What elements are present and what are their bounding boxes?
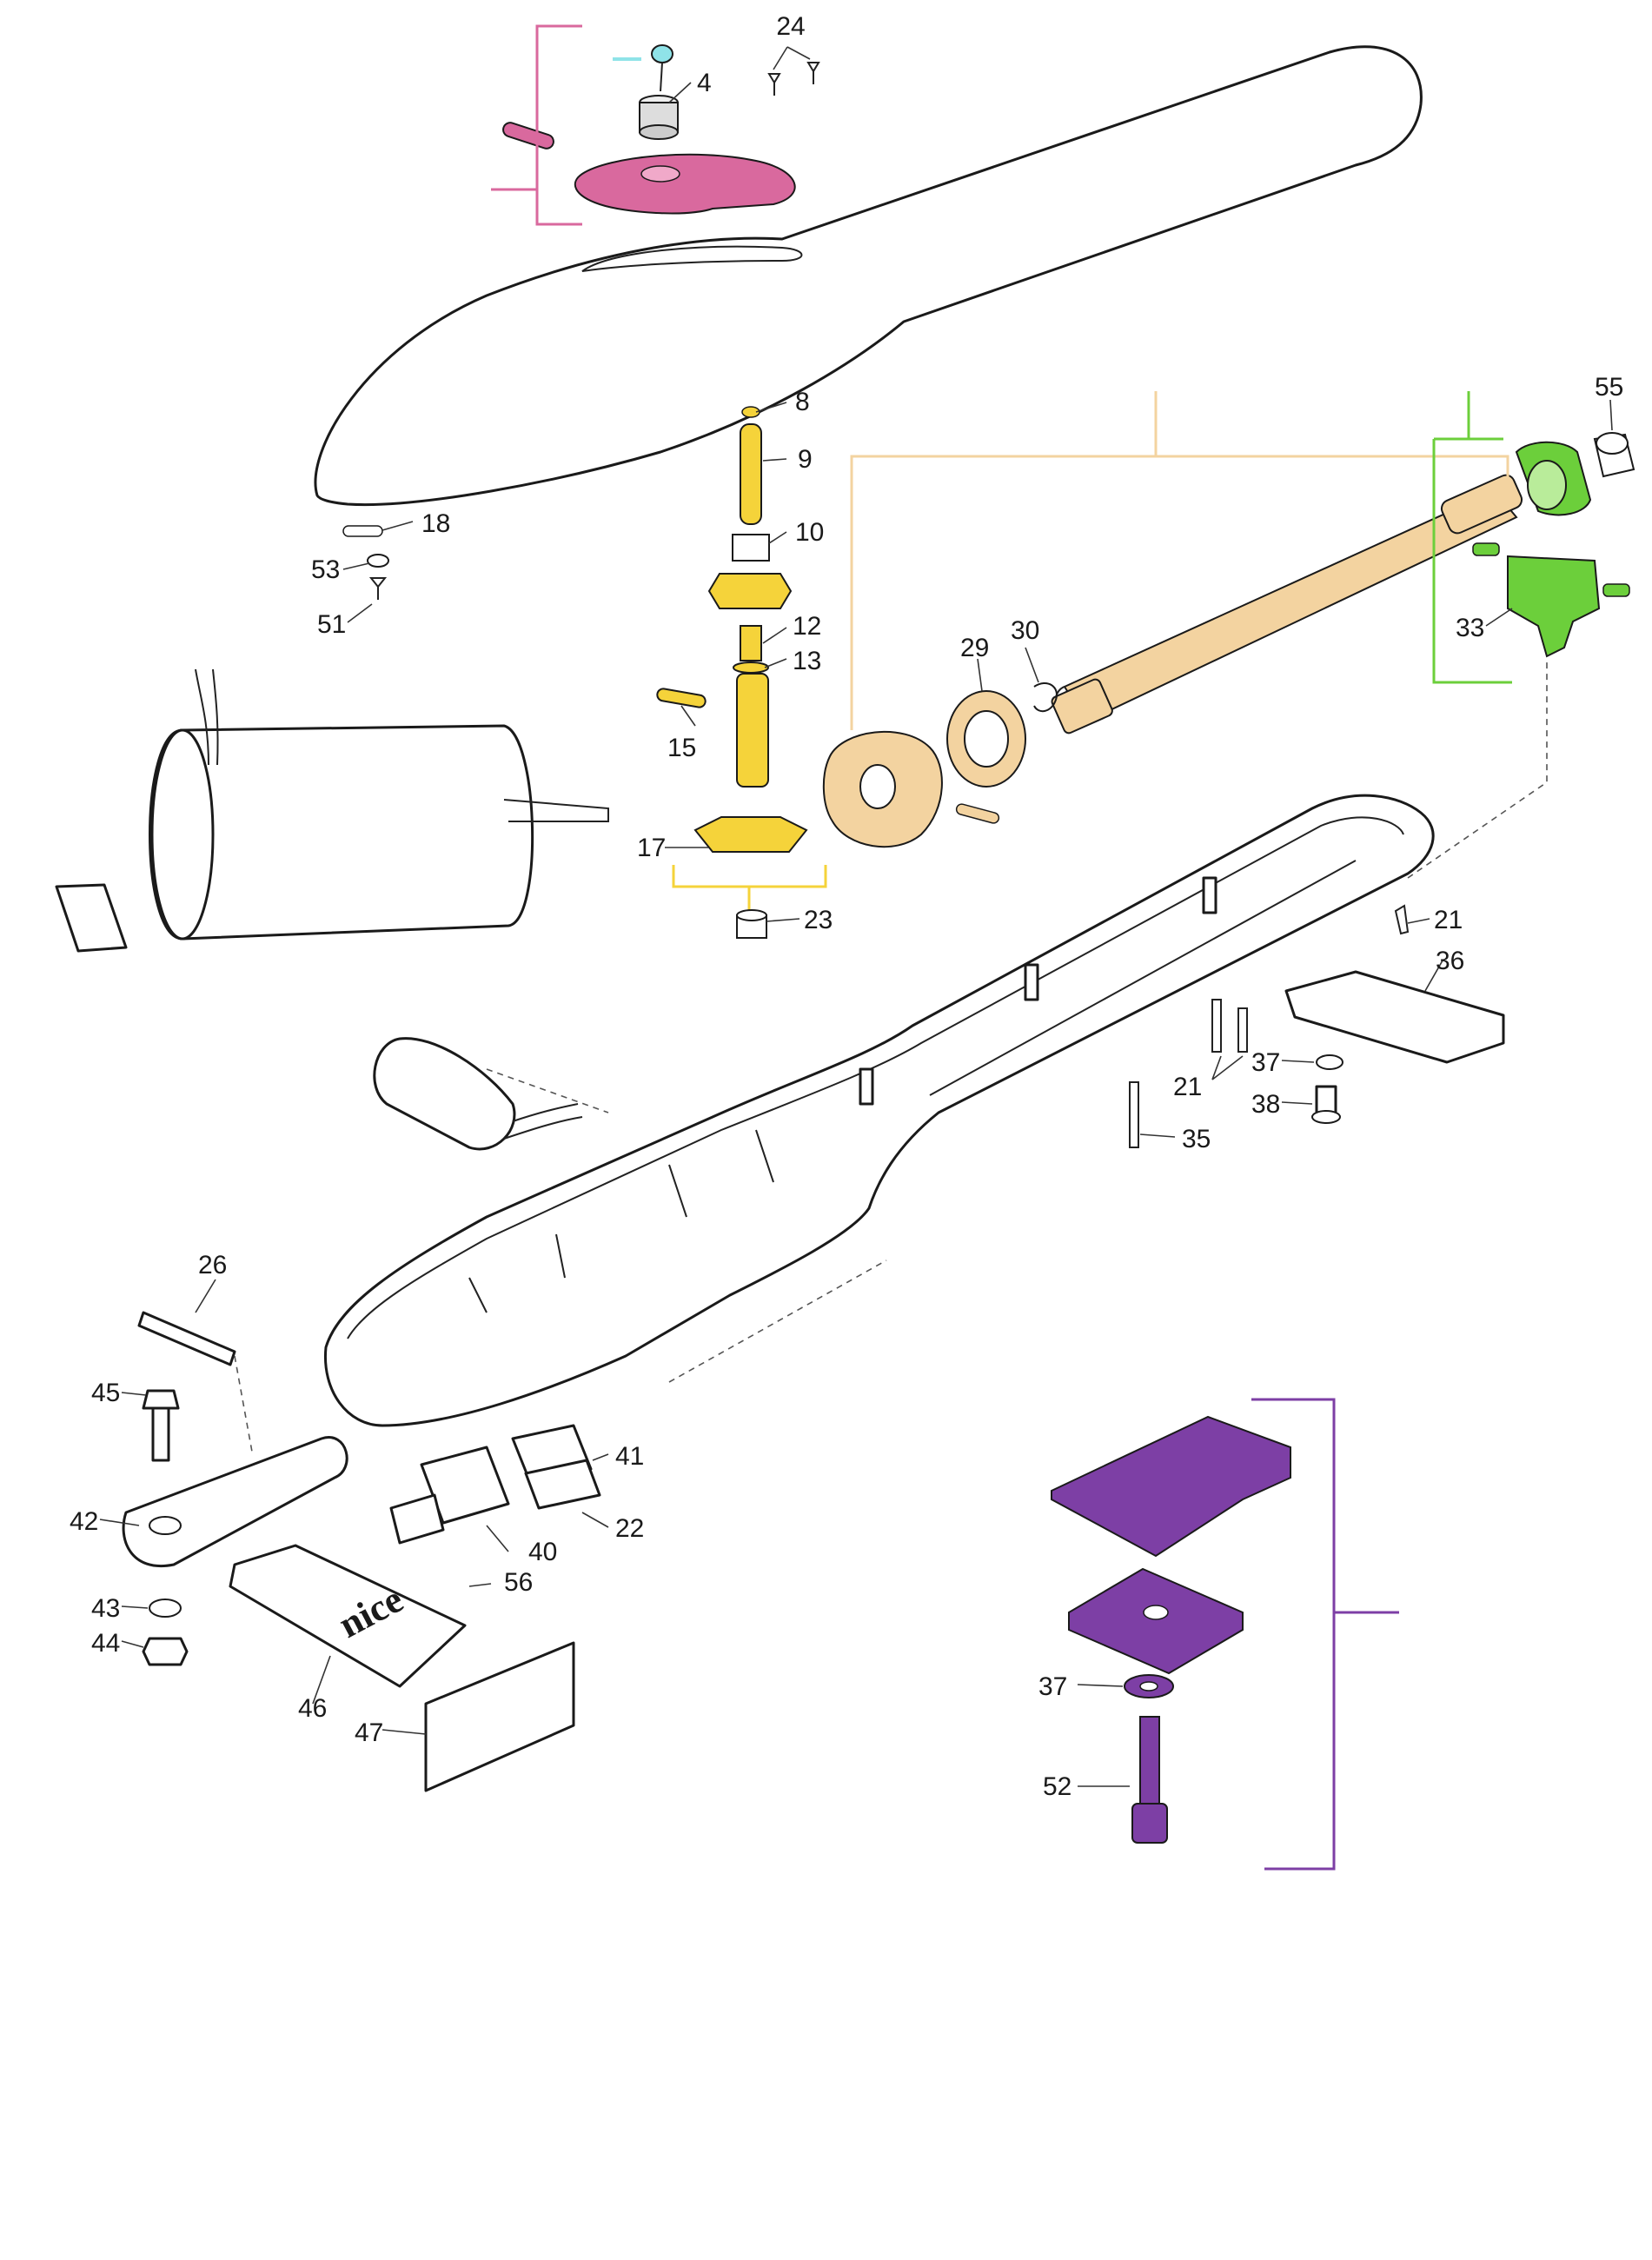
washer-icon (1124, 1674, 1174, 1698)
pin-18 (342, 525, 383, 537)
label-9: 9 (798, 445, 813, 474)
capacitor (373, 1037, 583, 1151)
label-21a: 21 (1434, 906, 1463, 934)
pin-26 (137, 1311, 236, 1366)
release-lever (574, 153, 796, 215)
screw-icon (1129, 904, 1410, 1148)
label-38: 38 (1251, 1090, 1280, 1119)
motor (149, 668, 609, 941)
purple-spacer (1068, 1567, 1244, 1675)
label-26: 26 (198, 1251, 227, 1280)
label-29: 29 (960, 634, 989, 662)
label-51: 51 (317, 610, 346, 639)
label-44: 44 (91, 1629, 120, 1658)
label-37a: 37 (1251, 1048, 1280, 1077)
washer-icon (1316, 1054, 1343, 1070)
label-45: 45 (91, 1379, 120, 1407)
label-40: 40 (528, 1538, 557, 1566)
purple-mount-plate (1051, 1415, 1291, 1558)
nut-icon (142, 1637, 189, 1666)
label-42: 42 (70, 1507, 98, 1536)
label-35: 35 (1182, 1125, 1211, 1153)
label-47: 47 (355, 1718, 383, 1747)
label-52: 52 (1043, 1772, 1071, 1801)
pin (502, 122, 554, 150)
label-21b: 21 (1173, 1073, 1202, 1101)
label-24: 24 (776, 12, 805, 41)
label-10: 10 (795, 518, 824, 547)
label-53: 53 (311, 555, 340, 584)
label-17: 17 (637, 834, 666, 862)
label-37b: 37 (1038, 1672, 1067, 1701)
connector-40 (389, 1446, 510, 1545)
leader-lines (99, 82, 1613, 1787)
label-8: 8 (795, 388, 810, 416)
key-icon (613, 44, 673, 92)
label-30: 30 (1011, 616, 1039, 645)
bevel-gear (822, 730, 943, 848)
washer-icon (367, 554, 389, 568)
green-bracket (1472, 542, 1630, 658)
green-nut (1515, 441, 1592, 516)
label-41: 41 (615, 1442, 644, 1471)
label-4: 4 (697, 69, 712, 97)
ring-bearing (946, 690, 1026, 788)
main-housing (323, 794, 1435, 1427)
screw-icon (767, 62, 820, 96)
bolt-45 (142, 1389, 180, 1462)
label-46: 46 (298, 1694, 327, 1723)
label-43: 43 (91, 1594, 120, 1623)
brush-plate (55, 883, 128, 953)
lock-cylinder (639, 95, 679, 140)
label-33: 33 (1456, 614, 1484, 642)
bushing (1593, 432, 1635, 478)
wall-plate (424, 1641, 575, 1792)
label-15: 15 (667, 734, 696, 762)
label-22: 22 (615, 1514, 644, 1543)
arm-bracket (122, 1436, 348, 1567)
label-12: 12 (793, 612, 821, 641)
label-13: 13 (793, 647, 821, 675)
label-55: 55 (1595, 373, 1623, 402)
part-labels: 24 4 8 9 10 12 13 15 17 23 29 30 33 55 1… (70, 12, 1623, 1801)
label-18: 18 (421, 509, 450, 538)
bearing (736, 909, 767, 939)
shaft-assembly (656, 406, 808, 853)
purple-bolt (1131, 1716, 1168, 1844)
screw-icon (368, 577, 388, 600)
worm-screw (1051, 474, 1523, 734)
connector-41 (511, 1424, 601, 1510)
label-23: 23 (804, 906, 833, 934)
bolt-38 (1311, 1085, 1341, 1124)
label-36: 36 (1436, 947, 1464, 975)
base-plate (1284, 970, 1505, 1064)
label-56: 56 (504, 1568, 533, 1597)
top-cover (314, 45, 1423, 506)
washer-icon (149, 1599, 182, 1618)
mount-plate: nice (229, 1544, 467, 1688)
